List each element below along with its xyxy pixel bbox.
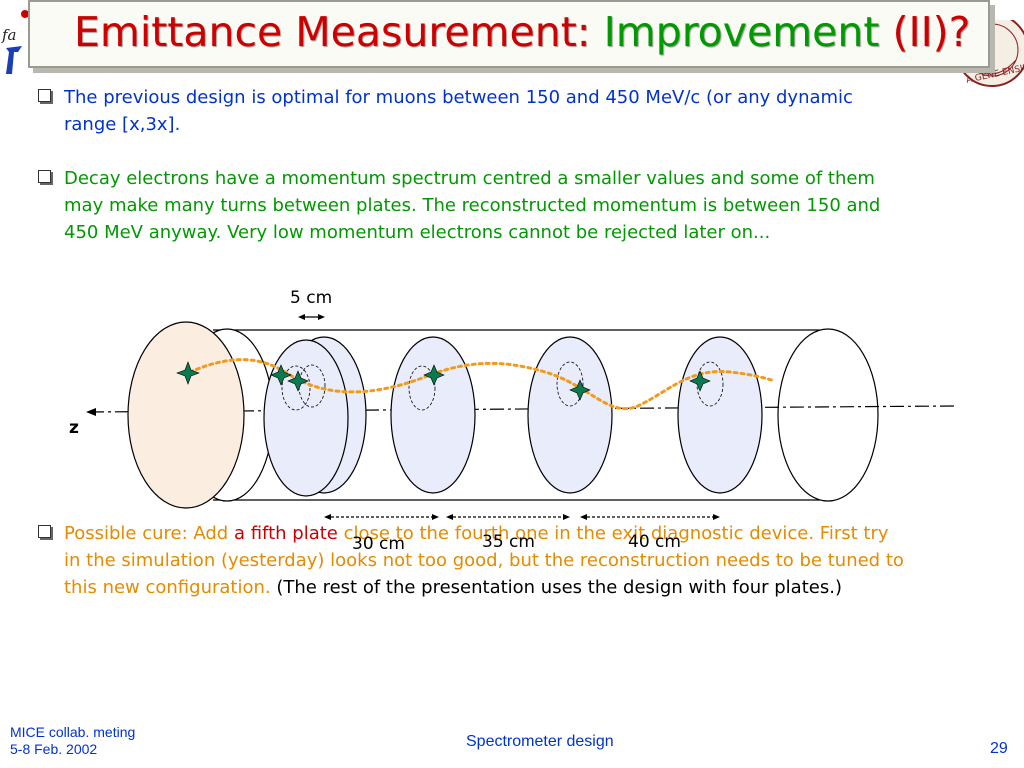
distance-label-30cm: 30 cm [352, 534, 405, 554]
hit-marker-icons [176, 361, 711, 401]
bullet-decay-electrons: Decay electrons have a momentum spectrum… [38, 165, 908, 243]
detector-plate-3 [527, 336, 613, 494]
bullet-text: The previous design is optimal for muons… [64, 87, 853, 135]
bullet-possible-cure: Possible cure: Add a fifth plate close t… [38, 520, 908, 598]
distance-label-35cm: 35 cm [482, 532, 535, 552]
spacing-label-5cm: 5 cm [290, 288, 333, 308]
detector-plate-4 [677, 336, 763, 494]
cure-rest-text: close to the fourth one in the exit diag… [64, 523, 904, 598]
page-number: 29 [990, 740, 1008, 757]
bullet-box-icon [38, 89, 51, 102]
cure-label: Possible cure: Add [64, 523, 229, 544]
slide-title: Emittance Measurement: Improvement (II)? [74, 8, 970, 56]
institution-logo-left: fa [1, 10, 29, 74]
detector-plate-2 [390, 336, 476, 494]
entrance-disk [127, 321, 245, 509]
title-part-improvement: Improvement [603, 8, 880, 56]
z-axis-label: z [69, 418, 79, 438]
four-plates-note: (The rest of the presentation uses the d… [276, 577, 842, 598]
footer-meeting-date: 5-8 Feb. 2002 [10, 741, 98, 757]
svg-text:fa: fa [1, 26, 17, 44]
bullet-text: Decay electrons have a momentum spectrum… [64, 168, 881, 243]
detector-plate-1 [263, 339, 349, 497]
spectrometer-diagram [86, 314, 957, 520]
title-part-suffix: (II)? [892, 8, 971, 56]
title-box: Emittance Measurement: Improvement (II)? [28, 0, 990, 68]
distance-label-40cm: 40 cm [628, 532, 681, 552]
cylinder-end-right [777, 328, 879, 502]
fifth-plate-text: a fifth plate [233, 523, 338, 544]
footer-meeting-info: MICE collab. meting 5-8 Feb. 2002 [10, 724, 135, 758]
bullet-box-icon [38, 525, 51, 538]
bullet-box-icon [38, 170, 51, 183]
bullet-previous-design: The previous design is optimal for muons… [38, 84, 908, 135]
title-part-main: Emittance Measurement: [74, 8, 591, 56]
footer-topic: Spectrometer design [466, 733, 614, 750]
footer-meeting-name: MICE collab. meting [10, 724, 136, 740]
